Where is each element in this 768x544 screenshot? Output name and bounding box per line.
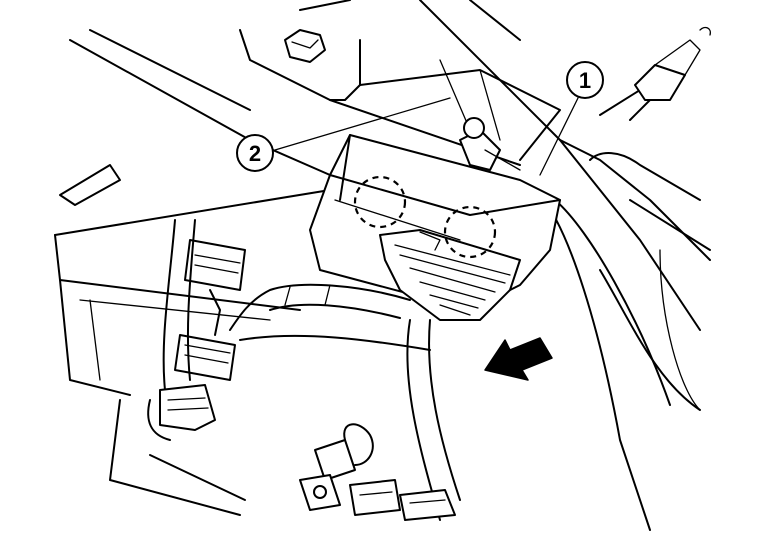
upper-right-cable <box>599 26 711 121</box>
callout-1-label: 1 <box>579 68 591 93</box>
callout-2: 2 <box>236 134 274 172</box>
callout-2-label: 2 <box>249 141 261 166</box>
leader-lines <box>274 97 579 176</box>
callout-2-circle <box>236 134 274 172</box>
removal-direction-arrow-icon <box>484 337 553 381</box>
wire-harness <box>229 283 461 521</box>
leader-line-2 <box>274 97 451 151</box>
clip-location-right <box>443 205 497 259</box>
dash-panel-outline <box>54 29 431 516</box>
callout-1-circle <box>566 61 604 99</box>
upper-mounting-bracket <box>239 0 561 166</box>
lower-connectors <box>299 423 456 521</box>
leader-line-1 <box>539 97 579 176</box>
clip-location-left <box>353 175 407 229</box>
left-connector-stack <box>147 219 246 441</box>
clip-locations <box>353 175 497 259</box>
callout-1: 1 <box>566 61 604 99</box>
